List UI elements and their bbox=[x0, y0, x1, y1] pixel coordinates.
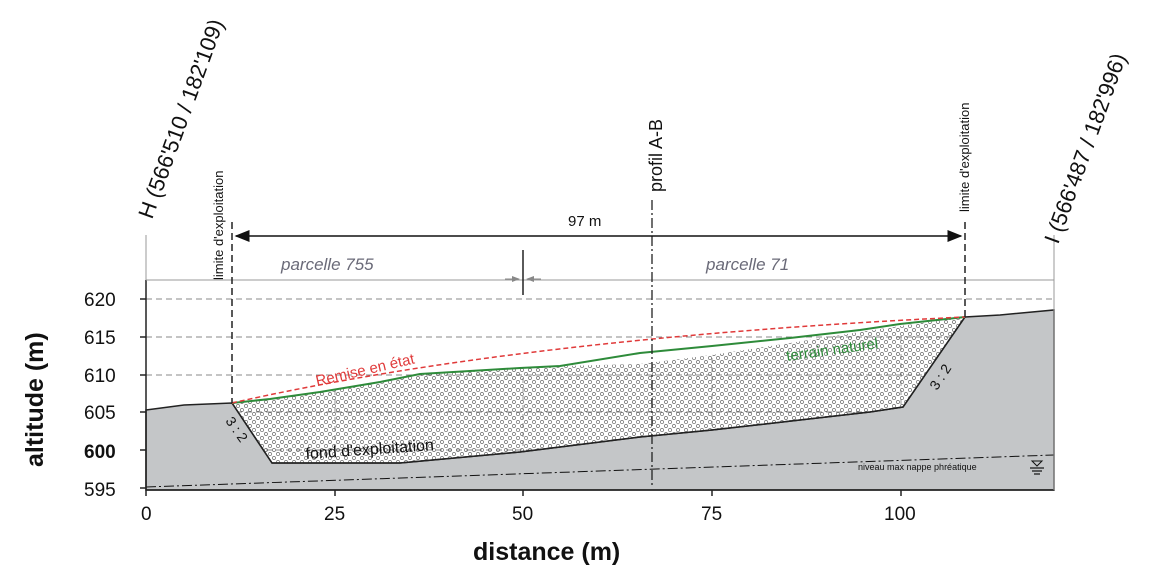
x-tick-label: 0 bbox=[141, 504, 152, 525]
parcel-right-label: parcelle 71 bbox=[705, 255, 789, 274]
y-ticks: 595 600 605 610 615 620 bbox=[84, 290, 116, 501]
x-axis-title: distance (m) bbox=[473, 538, 620, 566]
limit-left-label: limite d'exploitation bbox=[211, 171, 226, 280]
x-tick-label: 50 bbox=[512, 504, 533, 525]
y-tick-label: 605 bbox=[84, 403, 116, 424]
x-tick-label: 25 bbox=[324, 504, 345, 525]
nappe-label: niveau max nappe phréatique bbox=[858, 462, 977, 472]
x-tick-label: 100 bbox=[884, 504, 916, 525]
nappe-line bbox=[145, 454, 1055, 488]
x-ticks: 0 25 50 75 100 bbox=[141, 504, 916, 525]
span-label: 97 m bbox=[568, 213, 601, 230]
limit-right-label: limite d'exploitation bbox=[957, 103, 972, 212]
x-tick-marks bbox=[145, 490, 902, 496]
y-tick-label: 595 bbox=[84, 480, 116, 501]
y-tick-label: 615 bbox=[84, 328, 116, 349]
parcel-left-label: parcelle 755 bbox=[280, 255, 374, 274]
excavation-area bbox=[232, 317, 965, 463]
water-table-icon bbox=[1030, 460, 1044, 475]
profile-label: profil A-B bbox=[646, 119, 666, 192]
y-tick-label: 620 bbox=[84, 290, 116, 311]
point-right-label: I (566'487 / 182'996) bbox=[1039, 50, 1131, 247]
y-tick-label: 600 bbox=[84, 442, 116, 463]
terrain-line bbox=[231, 316, 966, 404]
y-tick-label: 610 bbox=[84, 366, 116, 387]
y-tick-marks bbox=[140, 298, 146, 489]
remise-line bbox=[231, 316, 966, 404]
y-axis-title: altitude (m) bbox=[21, 332, 49, 467]
x-tick-label: 75 bbox=[701, 504, 722, 525]
fond-line bbox=[231, 316, 966, 464]
